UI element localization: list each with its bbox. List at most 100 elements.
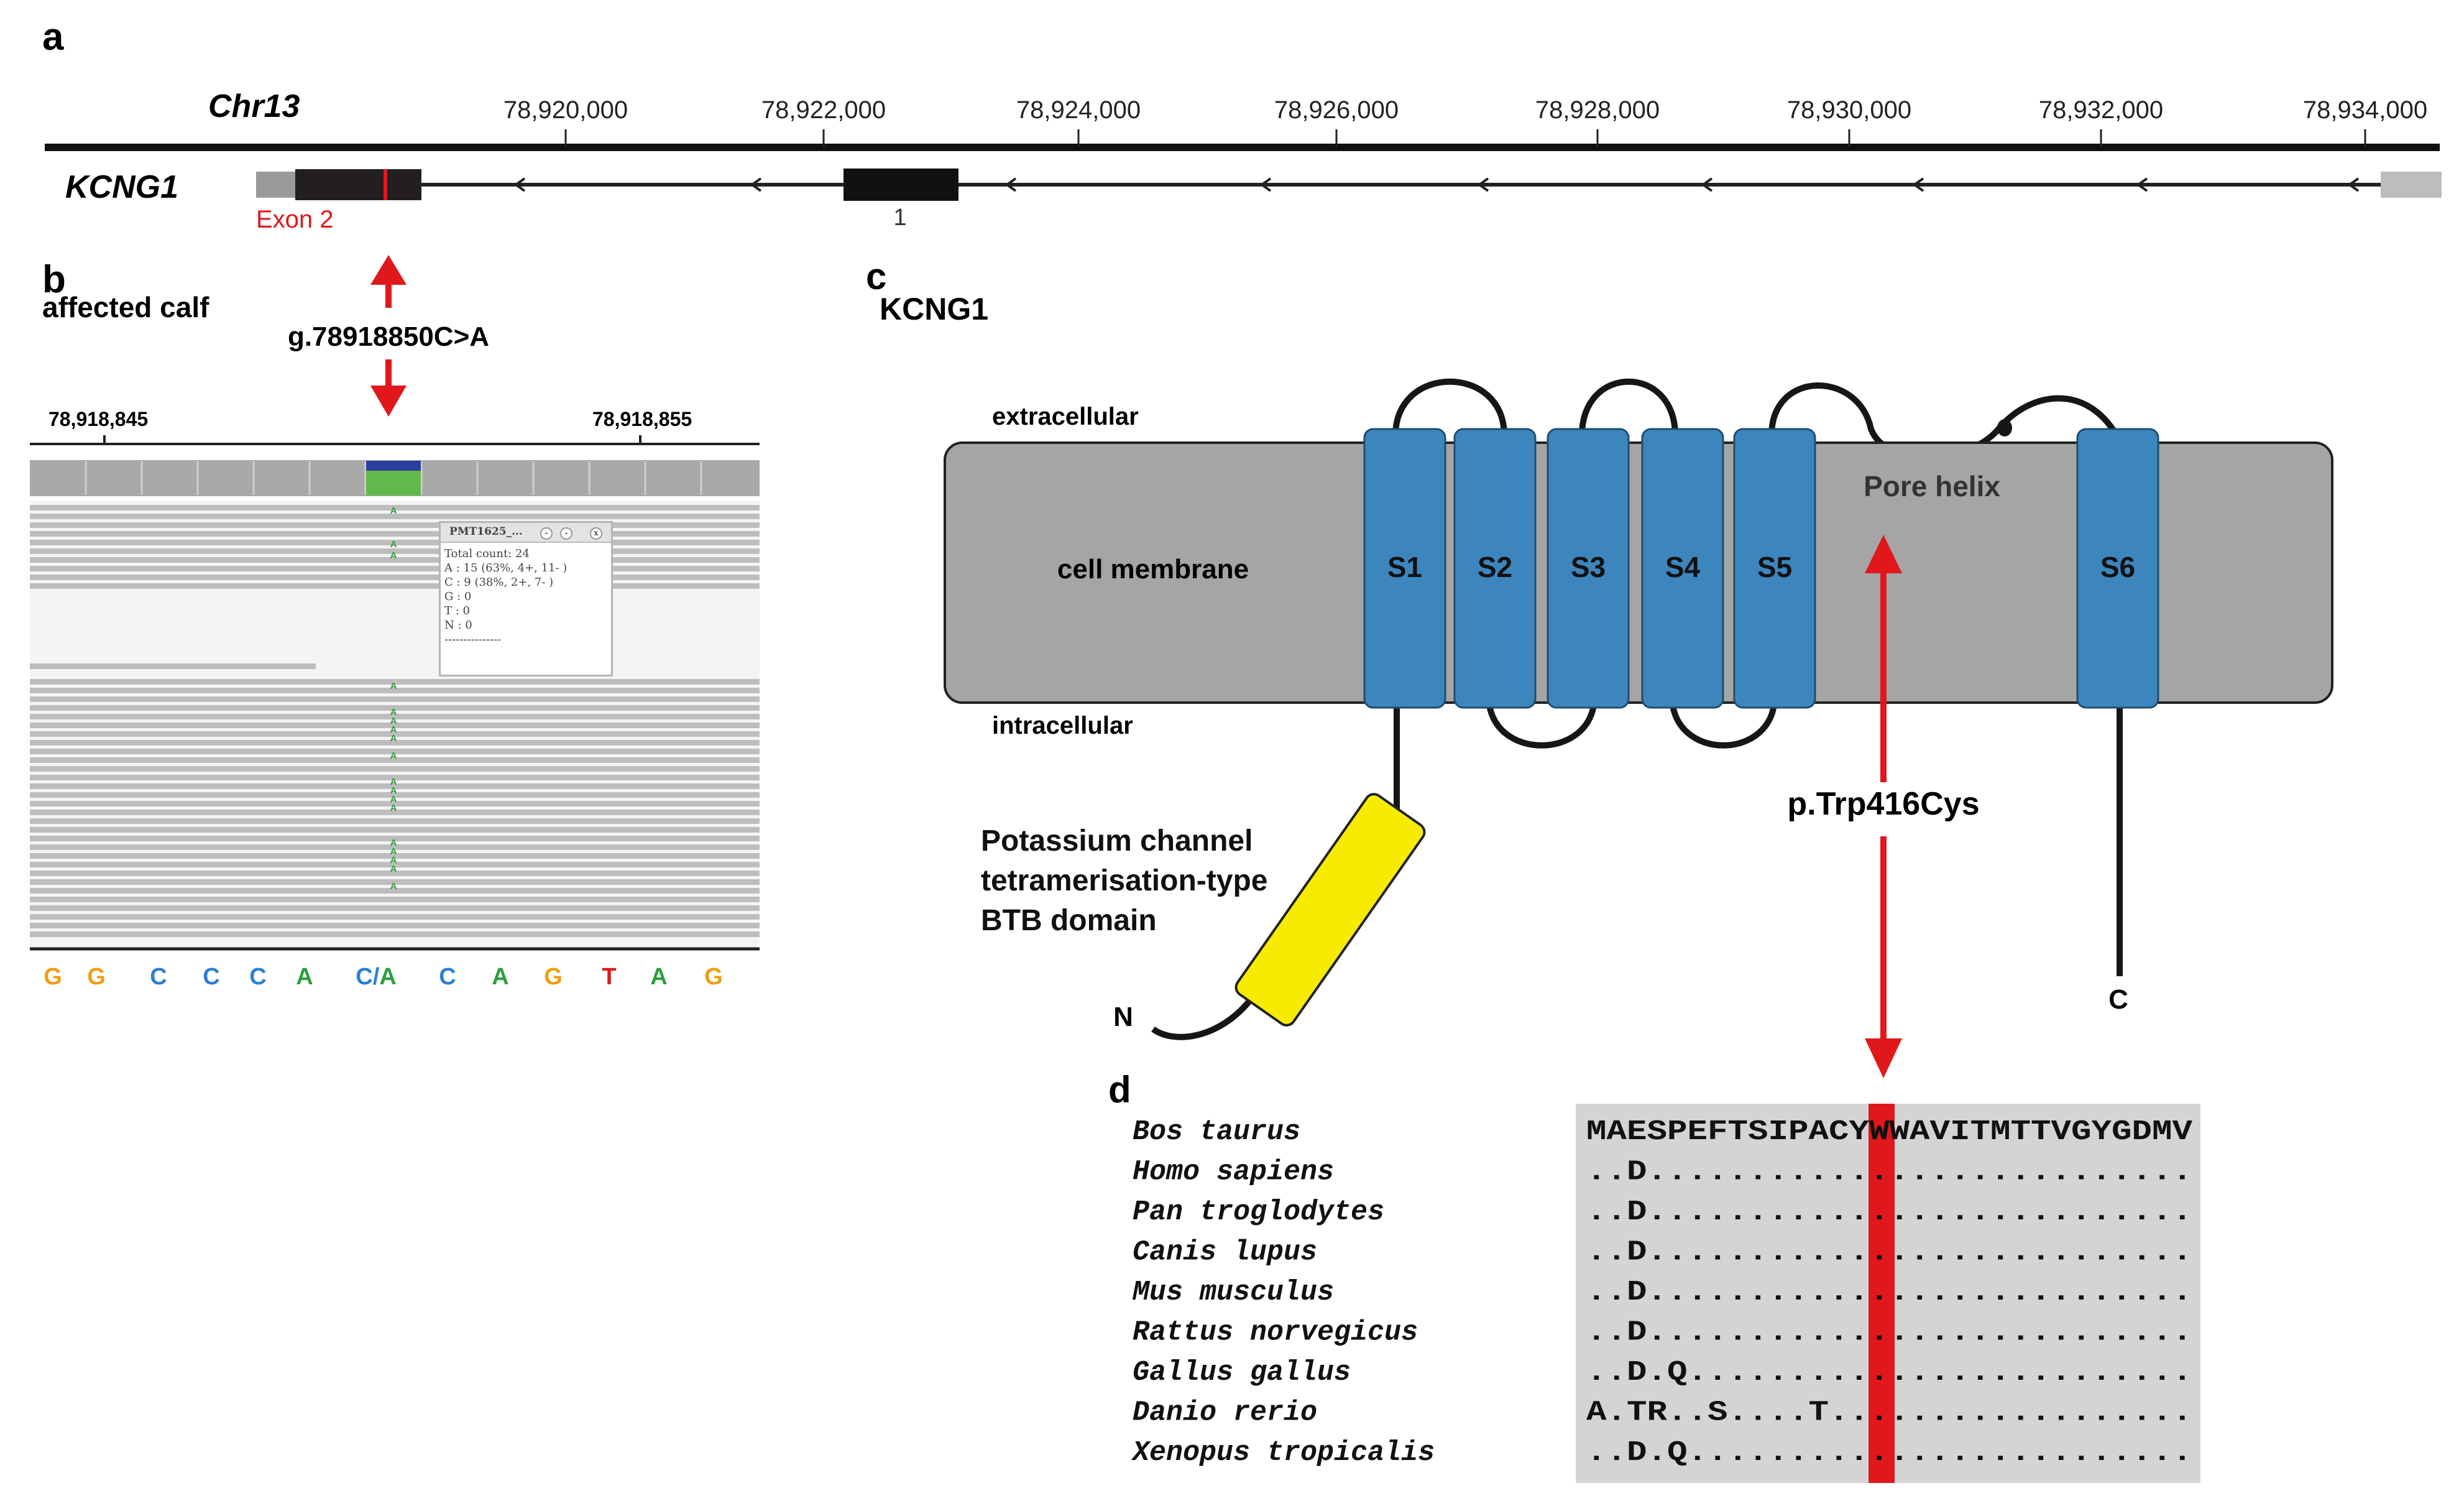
read bbox=[30, 871, 760, 876]
read bbox=[30, 714, 760, 719]
read-mismatch-base: A bbox=[390, 550, 397, 561]
popup-line: G : 0 bbox=[444, 590, 472, 603]
species-name: Gallus gallus bbox=[1133, 1357, 1351, 1388]
sequence-base: A bbox=[650, 964, 667, 990]
intron-arrow bbox=[513, 177, 526, 192]
sequence-base: G bbox=[87, 964, 106, 990]
sequence-base: G bbox=[704, 964, 723, 990]
segment-label: S3 bbox=[1571, 551, 1606, 583]
intron-arrow bbox=[2347, 177, 2360, 192]
sequence-base: C bbox=[150, 964, 167, 990]
read-mismatch-base: A bbox=[390, 846, 397, 857]
read-mismatch-base: A bbox=[390, 733, 397, 744]
axis-tick-label: 78,920,000 bbox=[503, 96, 628, 124]
coverage-variant bbox=[366, 461, 421, 471]
species-name: Rattus norvegicus bbox=[1133, 1317, 1418, 1349]
segment-label: S1 bbox=[1387, 551, 1422, 583]
read bbox=[30, 818, 760, 824]
exon-1 bbox=[844, 169, 958, 201]
read-mismatch-base: A bbox=[390, 864, 397, 874]
alignment-sequence: ..D........................... bbox=[1586, 1277, 2192, 1308]
chromosome-label: Chr13 bbox=[208, 88, 300, 124]
read-mismatch-base: A bbox=[390, 855, 397, 866]
segment-label: S4 bbox=[1665, 551, 1701, 583]
read-mismatch-base: A bbox=[390, 716, 397, 726]
conserved-position-highlight bbox=[1869, 1104, 1895, 1483]
species-name: Danio rerio bbox=[1133, 1397, 1317, 1429]
alignment-sequence: ..D.Q......................... bbox=[1586, 1437, 2192, 1469]
axis-tick-label: 78,930,000 bbox=[1787, 96, 1911, 124]
popup-minimize-button[interactable]: - bbox=[540, 527, 553, 540]
intron-arrow bbox=[1912, 177, 1924, 192]
segment-s6 bbox=[2076, 428, 2159, 709]
sequence-base: A bbox=[492, 964, 508, 990]
read-mismatch-base: A bbox=[390, 785, 397, 796]
popup-close-button[interactable]: x bbox=[590, 527, 602, 540]
read-mismatch-base: A bbox=[390, 724, 397, 735]
popup-line: A : 15 (63%, 4+, 11- ) bbox=[444, 561, 568, 575]
intracellular-label: intracellular bbox=[992, 712, 1133, 739]
popup-restore-button[interactable]: - bbox=[560, 527, 572, 540]
read-mismatch-base: A bbox=[390, 506, 397, 516]
panel-d-label: d bbox=[1108, 1069, 1131, 1111]
alignment-sequence: MAESPEFTSIPACYWWAVITMTTVGYGDMV bbox=[1586, 1116, 2192, 1148]
read bbox=[30, 905, 760, 911]
read bbox=[30, 862, 760, 867]
btb-domain-label: Potassium channeltetramerisation-typeBTB… bbox=[981, 825, 1267, 937]
btb-domain-label-line: Potassium channel bbox=[981, 825, 1253, 857]
n-terminus: N bbox=[1113, 1002, 1133, 1032]
read bbox=[30, 731, 760, 737]
read bbox=[30, 740, 760, 746]
popup-body: Total count: 24 A : 15 (63%, 4+, 11- ) C… bbox=[441, 543, 611, 647]
read-mismatch-base: A bbox=[390, 838, 397, 848]
read bbox=[30, 931, 760, 937]
read bbox=[30, 522, 760, 528]
popup-line: T : 0 bbox=[444, 604, 470, 617]
popup-line: N : 0 bbox=[444, 619, 472, 632]
read-mismatch-base: A bbox=[390, 539, 397, 550]
segment-s1 bbox=[1363, 428, 1446, 709]
sequence-base: G bbox=[544, 964, 563, 990]
alignment-sequence: ..D.Q......................... bbox=[1586, 1357, 2192, 1388]
panel-b-label: b bbox=[42, 258, 66, 301]
panel-c-label: c bbox=[866, 256, 886, 297]
sequence-base: A bbox=[296, 964, 313, 990]
read-mismatch-base: A bbox=[390, 777, 397, 787]
membrane-label: cell membrane bbox=[1057, 554, 1249, 584]
segment-s4 bbox=[1641, 428, 1724, 709]
read bbox=[30, 879, 760, 885]
coverage-track bbox=[30, 460, 760, 496]
coord-left: 78,918,845 bbox=[48, 408, 148, 430]
exon2-label: Exon 2 bbox=[256, 206, 334, 233]
read-mismatch-base: A bbox=[390, 707, 397, 718]
read-mismatch-base: A bbox=[390, 881, 397, 892]
extracellular-label: extracellular bbox=[992, 403, 1139, 430]
popup-line: C : 9 (38%, 2+, 7- ) bbox=[444, 576, 554, 589]
axis-tick-label: 78,922,000 bbox=[761, 96, 886, 124]
popup-line: Total count: 24 bbox=[444, 547, 530, 560]
intron-arrow bbox=[1477, 177, 1489, 192]
intron-arrow bbox=[2136, 177, 2148, 192]
cell-membrane bbox=[944, 441, 2333, 704]
read bbox=[30, 853, 760, 859]
read bbox=[30, 679, 645, 685]
popup-title-bar[interactable]: PMT1625_... - - x bbox=[441, 523, 611, 543]
igv-popup: PMT1625_... - - x Total count: 24 A : 15… bbox=[439, 521, 613, 677]
axis-tick-label: 78,924,000 bbox=[1016, 96, 1141, 124]
read bbox=[30, 540, 760, 545]
sequence-base: C bbox=[439, 964, 456, 990]
species-name: Canis lupus bbox=[1133, 1237, 1317, 1268]
popup-title: PMT1625_... bbox=[449, 525, 523, 538]
read bbox=[30, 775, 760, 780]
read bbox=[30, 663, 316, 669]
gene-label: KCNG1 bbox=[65, 169, 178, 205]
variant-arrows bbox=[370, 255, 407, 417]
read bbox=[30, 757, 760, 763]
read bbox=[30, 844, 760, 850]
read bbox=[30, 705, 760, 711]
axis-tick-label: 78,928,000 bbox=[1535, 96, 1660, 124]
read bbox=[30, 792, 760, 798]
